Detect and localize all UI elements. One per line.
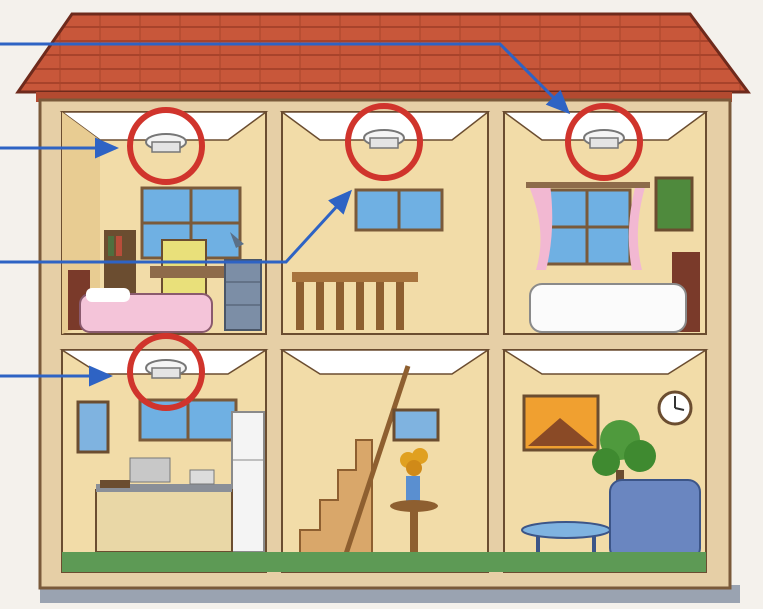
window-icon: [526, 182, 650, 270]
room-kitchen-lower-left: [62, 350, 266, 572]
fridge-icon: [232, 412, 264, 552]
clock-icon: [659, 392, 691, 424]
sofa-icon: [610, 480, 700, 560]
picture-frame-icon: [78, 402, 108, 452]
picture-frame-icon: [394, 410, 438, 440]
picture-frame-icon: [524, 396, 598, 450]
window-icon: [356, 190, 442, 230]
picture-frame-icon: [656, 178, 692, 230]
room-stairwell-lower-center: [282, 350, 488, 572]
roof: [18, 14, 748, 102]
floor: [62, 552, 706, 572]
room-living-lower-right: [504, 350, 706, 572]
